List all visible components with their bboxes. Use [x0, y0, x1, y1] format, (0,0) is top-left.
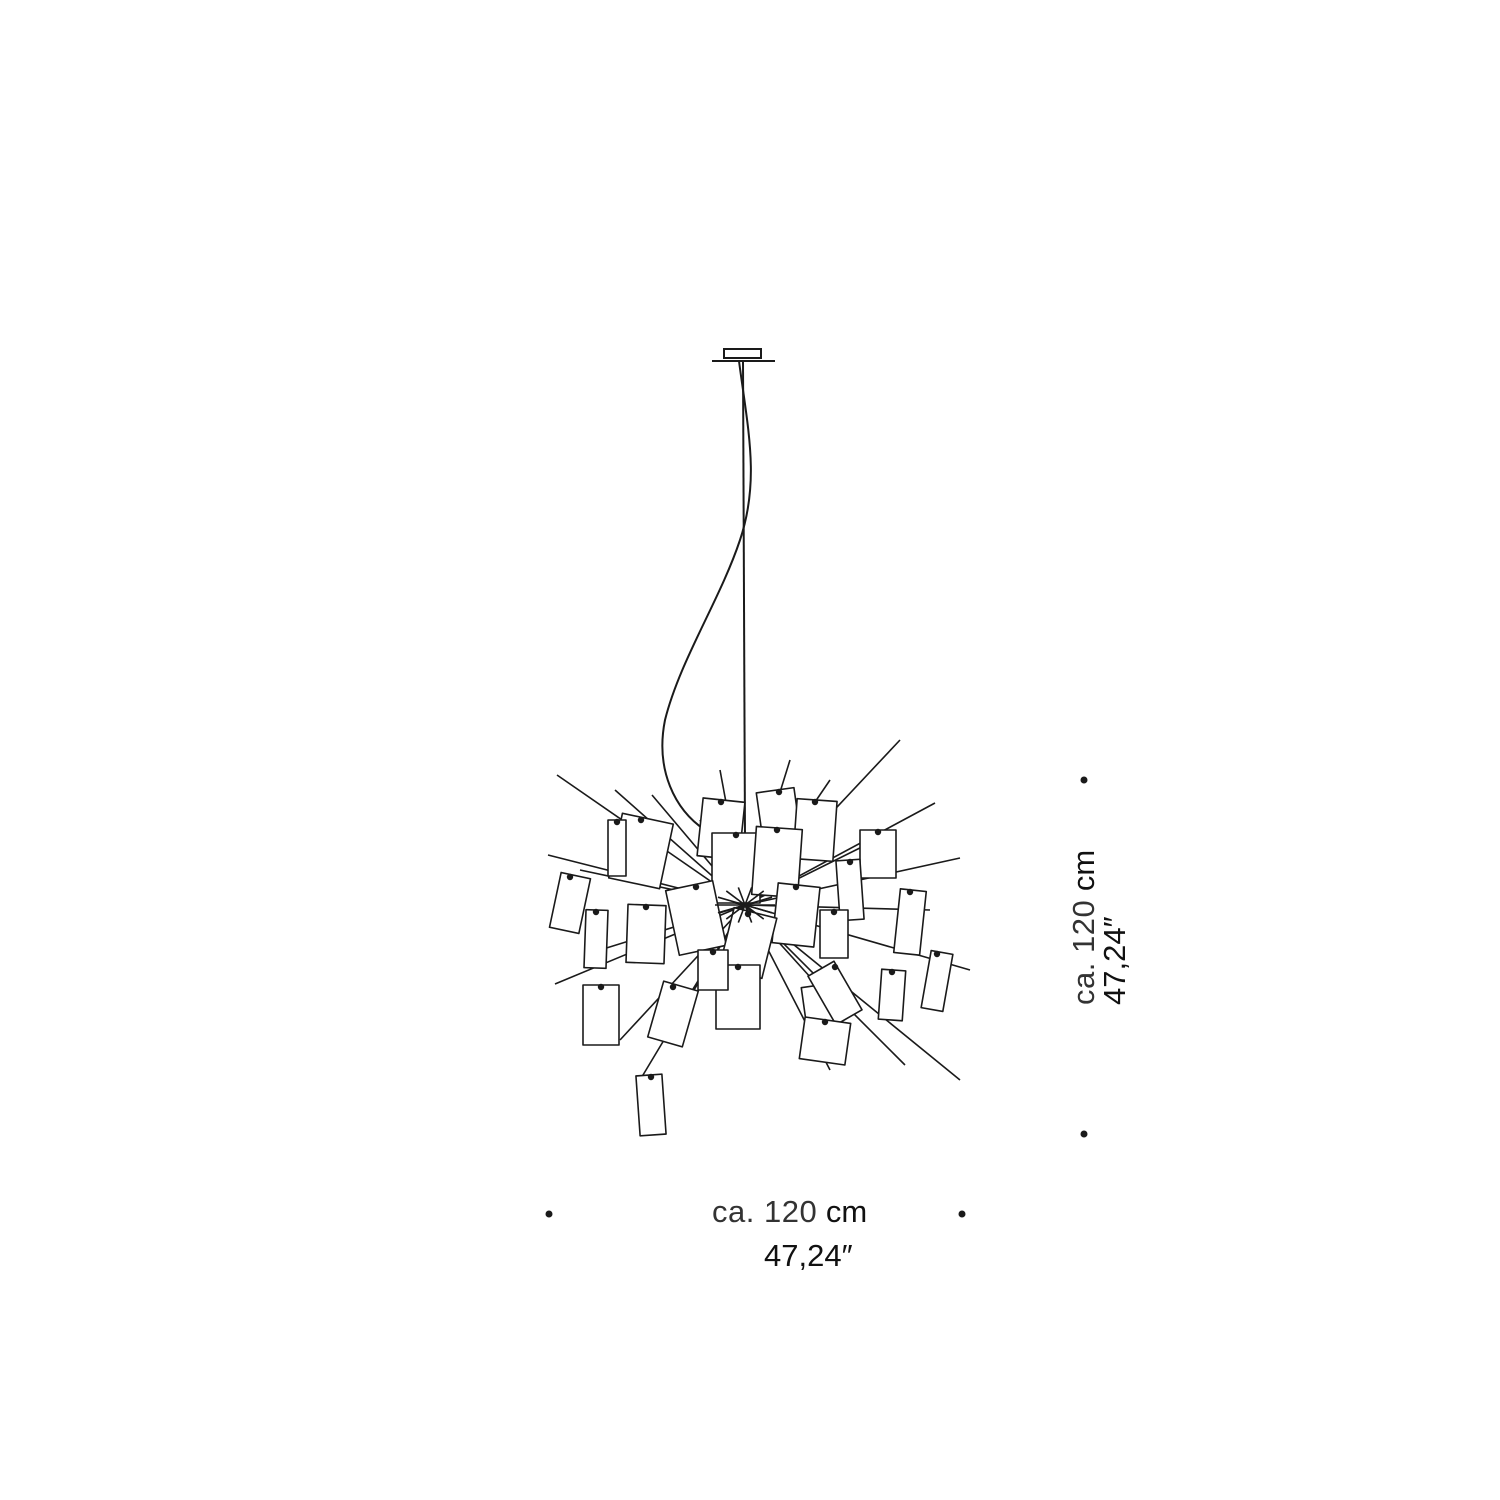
leaf-clip	[775, 788, 783, 796]
paper-leaf	[582, 984, 620, 1046]
paper-leaf	[807, 960, 863, 1026]
hub-wire	[744, 904, 753, 923]
leaf-clip	[642, 903, 650, 911]
leaf-clip	[888, 968, 896, 976]
leaf-clip	[592, 908, 600, 916]
paper-leaf	[798, 1016, 852, 1066]
paper-leaf-cluster	[547, 739, 971, 1137]
leaf-clip	[792, 883, 800, 891]
height-unit: cm	[1066, 849, 1101, 892]
leaf-clip	[709, 948, 717, 956]
paper-leaf	[697, 949, 729, 991]
hub-wire	[744, 887, 753, 906]
leaf-clip	[566, 873, 574, 881]
leaf-clip	[846, 858, 854, 866]
paper-leaf	[607, 819, 627, 877]
leaf-clip	[732, 831, 740, 839]
leaf-clip	[821, 1018, 829, 1026]
leaf-clip	[830, 908, 838, 916]
paper-leaf	[819, 909, 849, 959]
leaf-clip	[773, 826, 781, 834]
width-prefix: ca. 120	[712, 1194, 818, 1229]
leaf-clip	[811, 798, 819, 806]
leaf-clip	[874, 828, 882, 836]
width-dot-right	[958, 1210, 966, 1218]
paper-leaf	[548, 871, 592, 935]
leaf-clip	[831, 963, 839, 971]
hub-wire	[737, 904, 746, 923]
power-cable	[661, 360, 752, 831]
paper-leaf	[859, 829, 897, 879]
leaf-clip	[647, 1073, 655, 1081]
paper-leaf	[583, 908, 609, 970]
width-inches: 47,24″	[764, 1238, 853, 1273]
hub-wire	[725, 890, 746, 906]
paper-leaf	[920, 949, 954, 1013]
paper-leaf	[635, 1073, 667, 1137]
hub-wire	[717, 896, 746, 906]
width-dot-left	[545, 1210, 553, 1218]
height-dot-bottom	[1080, 1130, 1088, 1138]
hub-wire	[737, 887, 746, 906]
leaf-clip	[906, 888, 914, 896]
hub-wire	[725, 904, 746, 920]
paper-leaf	[646, 980, 700, 1048]
hub-wire	[744, 890, 765, 906]
suspension-rod	[742, 360, 746, 841]
paper-leaf	[625, 903, 667, 965]
radiating-wire	[619, 904, 746, 1041]
leaf-clip	[717, 798, 725, 806]
height-dimension-label: ca. 120 cm 47,24″	[1066, 849, 1132, 1005]
hub-wire	[744, 904, 773, 914]
paper-leaf	[877, 968, 907, 1022]
width-unit: cm	[825, 1194, 868, 1229]
leaf-clip	[734, 963, 742, 971]
width-dimension-label: ca. 120 cm	[712, 1196, 867, 1227]
height-inches: 47,24″	[1097, 916, 1132, 1005]
paper-leaf	[771, 882, 821, 948]
hub-wire	[717, 904, 746, 914]
hub-wire	[744, 896, 773, 906]
ceiling-canopy	[712, 348, 775, 362]
height-prefix: ca. 120	[1066, 899, 1101, 1005]
leaf-clip	[933, 950, 941, 958]
paper-leaf	[892, 888, 928, 956]
leaf-clip	[597, 983, 605, 991]
height-dot-top	[1080, 776, 1088, 784]
leaf-clip	[637, 816, 645, 824]
hub-wire	[744, 904, 765, 920]
leaf-clip	[669, 983, 677, 991]
leaf-clip	[613, 818, 621, 826]
leaf-clip	[692, 883, 700, 891]
